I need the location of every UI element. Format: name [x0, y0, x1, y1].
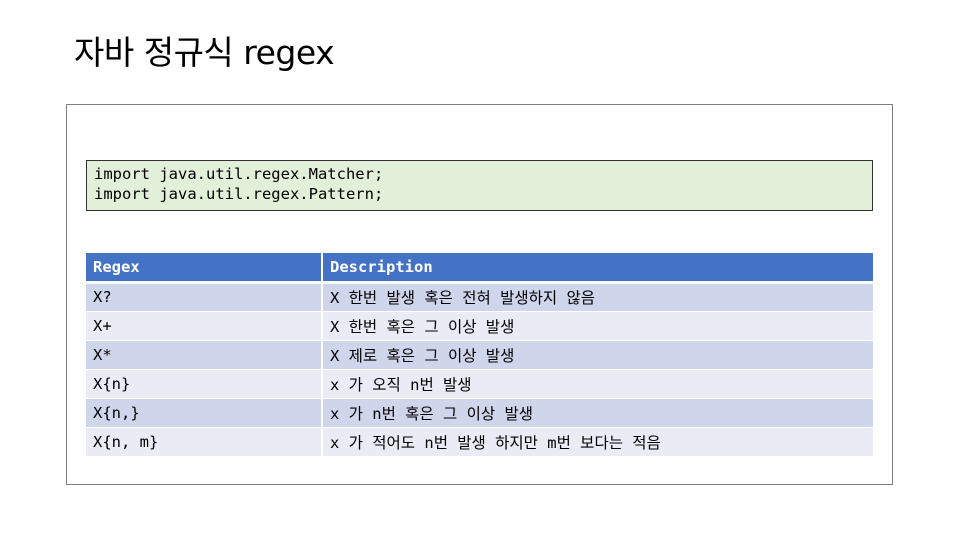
table-header-row: Regex Description	[86, 253, 873, 284]
description-cell: X 한번 발생 혹은 전혀 발생하지 않음	[322, 282, 873, 312]
description-cell: x 가 적어도 n번 발생 하지만 m번 보다는 적음	[322, 427, 873, 457]
regex-cell: X{n,}	[86, 398, 323, 428]
regex-cell: X+	[86, 311, 323, 341]
content-frame	[66, 104, 893, 485]
import-line-pattern: import java.util.regex.Pattern;	[94, 185, 384, 203]
regex-cell: X{n}	[86, 369, 323, 399]
table-row: X+ X 한번 혹은 그 이상 발생	[86, 311, 873, 341]
table-row: X{n} x 가 오직 n번 발생	[86, 369, 873, 399]
table-row: X? X 한번 발생 혹은 전혀 발생하지 않음	[86, 282, 873, 312]
regex-table: Regex Description X? X 한번 발생 혹은 전혀 발생하지 …	[86, 253, 873, 457]
header-description: Description	[322, 253, 873, 284]
table-row: X{n, m} x 가 적어도 n번 발생 하지만 m번 보다는 적음	[86, 427, 873, 457]
regex-cell: X{n, m}	[86, 427, 323, 457]
description-cell: X 제로 혹은 그 이상 발생	[322, 340, 873, 370]
table-row: X* X 제로 혹은 그 이상 발생	[86, 340, 873, 370]
slide-title: 자바 정규식 regex	[74, 33, 335, 72]
description-cell: X 한번 혹은 그 이상 발생	[322, 311, 873, 341]
description-cell: x 가 n번 혹은 그 이상 발생	[322, 398, 873, 428]
regex-cell: X*	[86, 340, 323, 370]
header-regex: Regex	[86, 253, 323, 284]
import-line-matcher: import java.util.regex.Matcher;	[94, 165, 384, 183]
regex-cell: X?	[86, 282, 323, 312]
table-row: X{n,} x 가 n번 혹은 그 이상 발생	[86, 398, 873, 428]
description-cell: x 가 오직 n번 발생	[322, 369, 873, 399]
import-code-box: import java.util.regex.Matcher; import j…	[86, 160, 873, 211]
